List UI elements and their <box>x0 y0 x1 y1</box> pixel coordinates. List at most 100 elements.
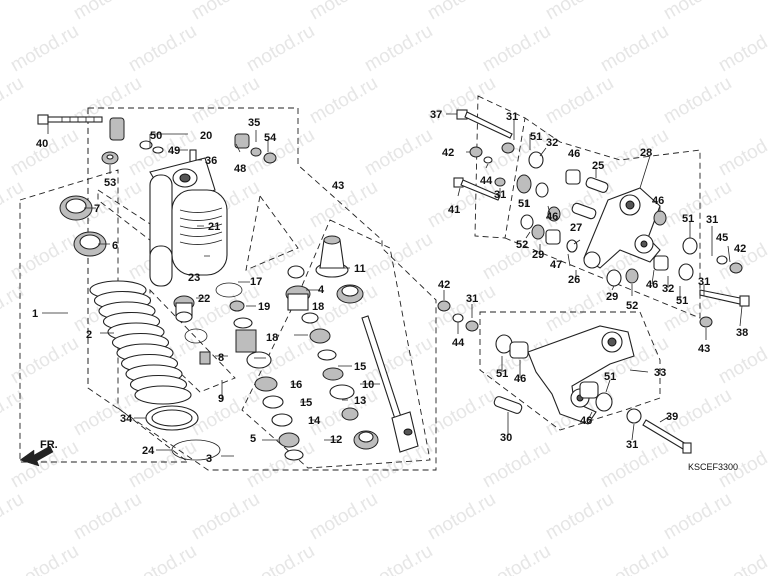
watermark-text: motod.ru <box>306 489 381 545</box>
watermark-text: motod.ru <box>7 21 82 77</box>
watermark-text: motod.ru <box>597 125 672 181</box>
watermark-text: motod.ru <box>424 489 499 545</box>
callout-52b: 52 <box>626 300 638 312</box>
callout-15b: 15 <box>354 361 366 373</box>
callout-51b: 51 <box>518 198 530 210</box>
callout-31e: 31 <box>466 293 478 305</box>
callout-29b: 29 <box>606 291 618 303</box>
spring-coil <box>134 385 192 405</box>
watermark-text: motod.ru <box>715 333 768 389</box>
valve-stack <box>285 265 359 421</box>
watermark-text: motod.ru <box>424 0 499 24</box>
collar-27 <box>571 202 597 220</box>
callout-38: 38 <box>736 327 748 339</box>
callout-47: 47 <box>550 259 562 271</box>
watermark-text: motod.ru <box>715 125 768 181</box>
shock-arm-28 <box>583 187 661 269</box>
callout-32b: 32 <box>662 283 674 295</box>
watermark-text: motod.ru <box>7 125 82 181</box>
bolt-39 <box>626 408 692 454</box>
callout-35: 35 <box>248 117 260 129</box>
bump-rubber-21 <box>149 245 173 287</box>
watermark-text: motod.ru <box>243 541 318 576</box>
callout-3: 3 <box>206 453 212 465</box>
watermark-text: motod.ru <box>188 489 263 545</box>
collar-30 <box>493 396 523 414</box>
callout-51d: 51 <box>676 295 688 307</box>
watermark-text: motod.ru <box>542 489 617 545</box>
callout-44a: 44 <box>480 175 493 187</box>
callout-42a: 42 <box>442 147 454 159</box>
callout-52a: 52 <box>516 239 528 251</box>
callout-31f: 31 <box>626 439 638 451</box>
callout-18b: 18 <box>312 301 324 313</box>
callout-51e: 51 <box>496 368 508 380</box>
callout-1: 1 <box>32 308 38 320</box>
callout-34: 34 <box>120 413 133 425</box>
watermark-text: motod.ru <box>715 21 768 77</box>
callout-40: 40 <box>36 138 48 150</box>
spring-2 <box>89 280 192 405</box>
watermark-text: motod.ru <box>660 177 735 233</box>
callout-36: 36 <box>205 155 217 167</box>
watermark-text: motod.ru <box>125 21 200 77</box>
callout-29a: 29 <box>532 249 544 261</box>
watermark-text: motod.ru <box>243 437 318 493</box>
callout-13: 13 <box>354 395 366 407</box>
callout-39: 39 <box>666 411 678 423</box>
washer-35 <box>250 147 262 157</box>
callout-31b: 31 <box>494 189 506 201</box>
callout-32a: 32 <box>546 137 558 149</box>
callout-20: 20 <box>200 130 212 142</box>
callout-51a: 51 <box>530 131 542 143</box>
watermark-text: motod.ru <box>0 385 27 441</box>
watermark-text: motod.ru <box>597 541 672 576</box>
watermark-text: motod.ru <box>479 21 554 77</box>
callout-4: 4 <box>318 284 325 296</box>
callout-31c: 31 <box>706 214 718 226</box>
callout-30: 30 <box>500 432 512 444</box>
piston-stack <box>215 282 304 461</box>
reservoir-cap-11 <box>315 235 349 278</box>
watermark-text: motod.ru <box>597 21 672 77</box>
callout-46b: 46 <box>546 211 558 223</box>
watermark-text: motod.ru <box>479 541 554 576</box>
watermark-text: motod.ru <box>424 385 499 441</box>
watermark-text: motod.ru <box>0 177 27 233</box>
watermark-text: motod.ru <box>306 0 381 24</box>
lower-seal-12 <box>353 430 379 450</box>
callout-51c: 51 <box>682 213 694 225</box>
bearings-upper-left <box>516 151 581 253</box>
small-nuts <box>437 142 743 332</box>
callout-labels: 40 53 7 6 1 2 34 24 50 20 49 36 21 23 22… <box>32 109 748 472</box>
callout-16: 16 <box>290 379 302 391</box>
watermark-text: motod.ru <box>70 385 145 441</box>
watermark-text: motod.ru <box>479 437 554 493</box>
watermark-text: motod.ru <box>0 0 27 24</box>
watermark-text: motod.ru <box>361 21 436 77</box>
watermark-text: motod.ru <box>0 73 27 129</box>
watermark-text: motod.ru <box>7 229 82 285</box>
leader-lines <box>42 113 743 457</box>
watermark-text: motod.ru <box>0 281 27 337</box>
callout-41: 41 <box>448 204 460 216</box>
watermark-text: motod.ru <box>125 437 200 493</box>
callout-49: 49 <box>168 145 180 157</box>
callout-8: 8 <box>218 352 224 364</box>
callout-46d: 46 <box>646 279 658 291</box>
front-marker-label: FR. <box>40 439 58 451</box>
callout-53: 53 <box>104 177 116 189</box>
callout-46e: 46 <box>514 373 526 385</box>
callout-9: 9 <box>218 393 224 405</box>
top-mount-48 <box>234 133 250 149</box>
callout-33: 33 <box>654 367 666 379</box>
bolt-41 <box>453 177 501 201</box>
callout-44b: 44 <box>452 337 465 349</box>
watermark-text: motod.ru <box>7 333 82 389</box>
callout-46c: 46 <box>652 195 664 207</box>
diagram-code: KSCEF3300 <box>688 462 738 472</box>
watermark-text: motod.ru <box>715 541 768 576</box>
callout-14: 14 <box>308 415 321 427</box>
callout-12: 12 <box>330 434 342 446</box>
watermark-text: motod.ru <box>361 541 436 576</box>
